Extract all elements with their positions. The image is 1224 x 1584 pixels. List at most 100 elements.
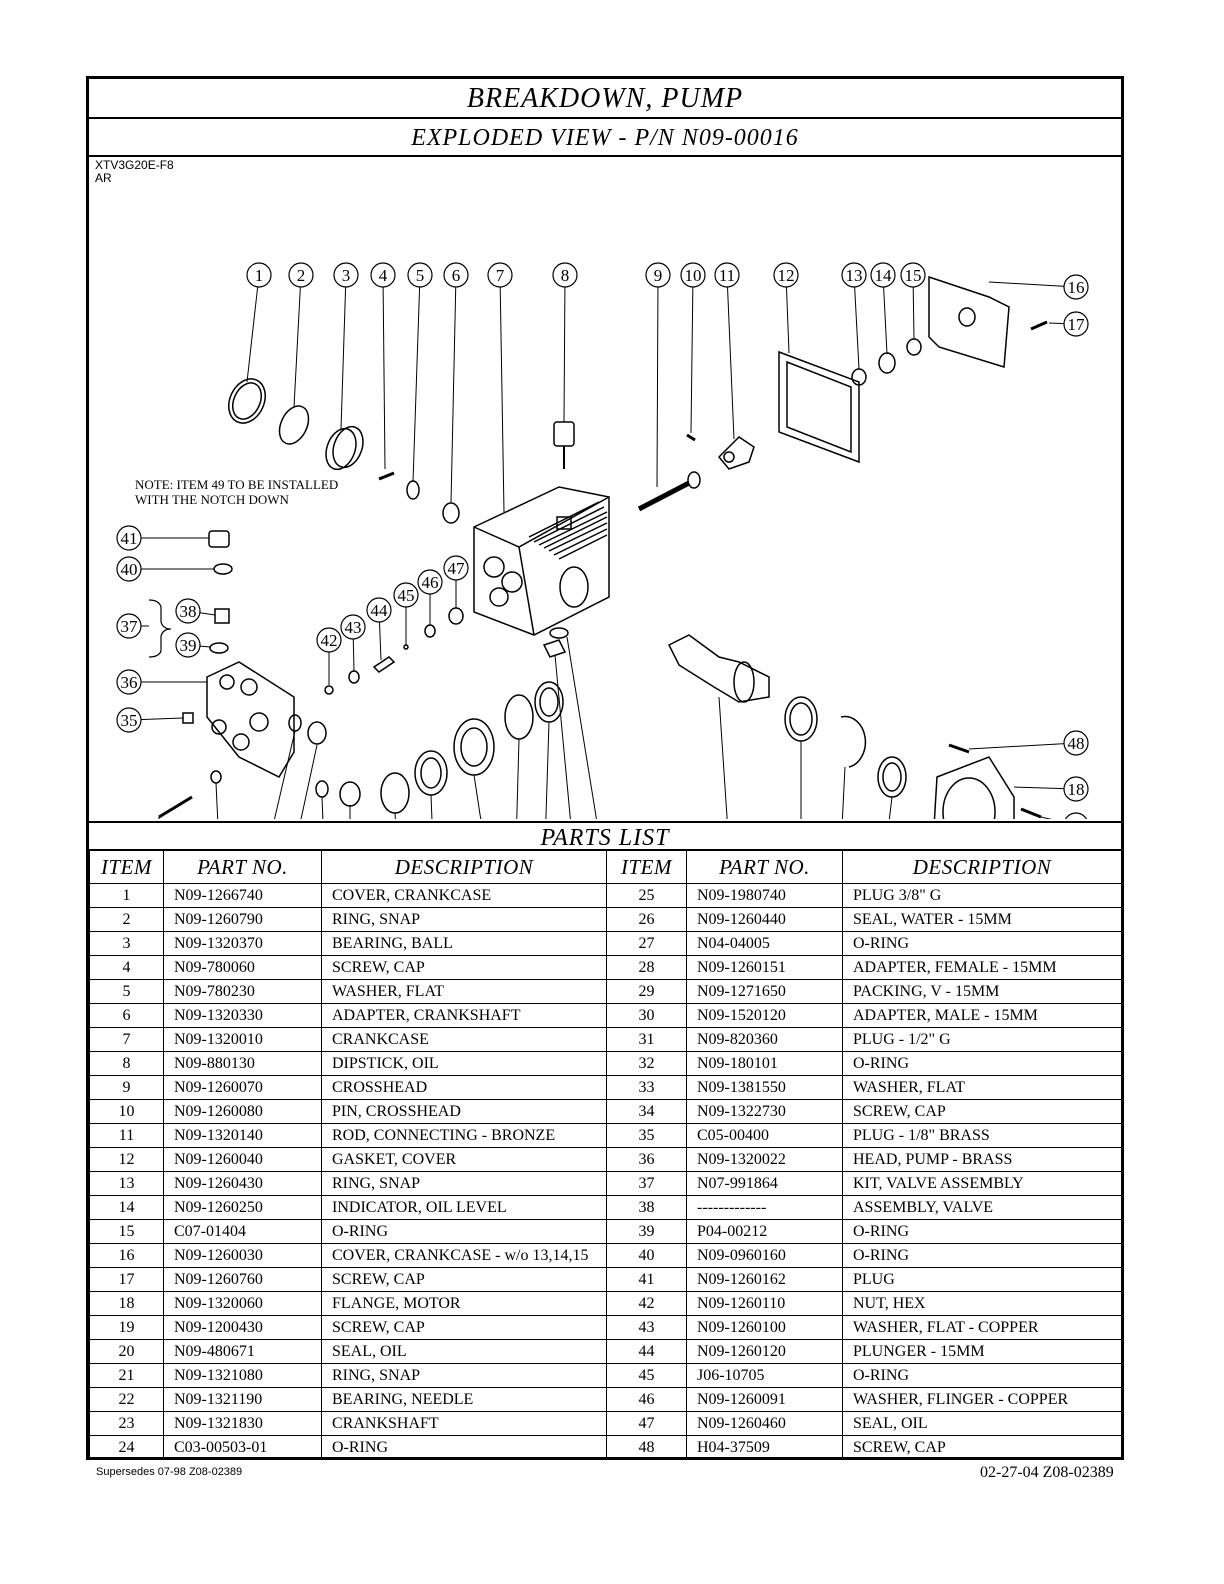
cell-description: DIPSTICK, OIL: [321, 1051, 607, 1076]
callout-circle: [841, 262, 867, 288]
callout-circle: [900, 262, 926, 288]
part-25b-drawing: [542, 639, 567, 658]
part-24b-drawing: [549, 627, 569, 639]
callout-40: 40: [116, 556, 142, 582]
callout-number: 15: [905, 266, 922, 285]
cell-description: COVER, CRANKCASE: [321, 883, 607, 908]
cell-item: 18: [89, 1291, 164, 1316]
page-subtitle: EXPLODED VIEW - P/N N09-00016: [89, 119, 1121, 157]
cell-part-no: N09-480671: [163, 1339, 322, 1364]
cell-part-no: N07-991864: [686, 1171, 843, 1196]
callout-circle: [1063, 776, 1089, 802]
part-2-drawing: [278, 405, 310, 445]
cell-description: ADAPTER, MALE - 15MM: [842, 1003, 1122, 1028]
cell-item: 10: [89, 1099, 164, 1124]
page-title: BREAKDOWN, PUMP: [89, 79, 1121, 119]
cell-description: CRANKSHAFT: [321, 1411, 607, 1436]
leader-line-9: [656, 274, 659, 488]
callout-number: 45: [398, 586, 415, 605]
cell-part-no: H04-37509: [686, 1435, 843, 1460]
cell-description: INDICATOR, OIL LEVEL: [321, 1195, 607, 1220]
cell-part-no: J06-10705: [686, 1363, 843, 1388]
cell-description: CRANKCASE: [321, 1027, 607, 1052]
cell-item: 9: [89, 1075, 164, 1100]
cell-part-no: C03-00503-01: [163, 1435, 322, 1460]
callout-circle: [116, 525, 142, 551]
parts-list-table: ITEM PART NO. DESCRIPTION ITEM PART NO. …: [89, 851, 1122, 1460]
cell-part-no: N09-1271650: [686, 979, 843, 1004]
col-header-description: DESCRIPTION: [321, 851, 607, 884]
cell-part-no: N09-1260250: [163, 1195, 322, 1220]
cell-item: 7: [89, 1027, 164, 1052]
callout-number: 42: [321, 631, 338, 650]
part-45-drawing: [403, 644, 409, 650]
leader-line-29: [430, 794, 433, 819]
cell-item: 20: [89, 1339, 164, 1364]
callout-number: 37: [121, 617, 139, 636]
cell-description: SEAL, OIL: [842, 1411, 1122, 1436]
part-47-drawing: [448, 607, 464, 625]
cell-part-no: C07-01404: [163, 1219, 322, 1244]
cell-item: 21: [89, 1363, 164, 1388]
cell-item: 47: [606, 1411, 687, 1436]
leader-line-1: [246, 274, 260, 383]
cell-description: O-RING: [321, 1219, 607, 1244]
cell-item: 23: [89, 1411, 164, 1436]
cell-item: 34: [606, 1099, 687, 1124]
cell-item: 24: [89, 1435, 164, 1460]
callout-circle: [417, 569, 443, 595]
callout-number: 10: [685, 266, 702, 285]
callout-circle: [1063, 311, 1089, 337]
cell-item: 13: [89, 1171, 164, 1196]
cell-description: ADAPTER, FEMALE - 15MM: [842, 955, 1122, 980]
part-48-drawing: [948, 743, 970, 754]
model-code: XTV3G20E-F8 AR: [95, 159, 174, 185]
leader-line-3: [340, 274, 347, 430]
callout-13: 13: [841, 262, 867, 288]
cell-item: 33: [606, 1075, 687, 1100]
callout-circle: [370, 262, 396, 288]
cell-part-no: N09-1260120: [686, 1339, 843, 1364]
callout-circle: [870, 262, 896, 288]
cell-part-no: N09-1320370: [163, 931, 322, 956]
leader-line-33: [215, 782, 219, 819]
callout-number: 9: [654, 266, 663, 285]
model-code-line-1: XTV3G20E-F8: [95, 158, 174, 172]
part-27-drawing: [504, 694, 534, 740]
part-7-drawing: [473, 486, 610, 636]
cell-item: 2: [89, 907, 164, 932]
col-header-item: ITEM: [89, 851, 164, 884]
cell-item: 26: [606, 907, 687, 932]
part-46-drawing: [424, 624, 436, 638]
part-1-drawing: [228, 378, 266, 424]
callout-47: 47: [443, 555, 469, 581]
leader-line-34: [158, 816, 160, 819]
cell-part-no: N09-1322730: [686, 1099, 843, 1124]
cell-part-no: N09-1260070: [163, 1075, 322, 1100]
cell-part-no: N09-1200430: [163, 1315, 322, 1340]
col-header-part-no: PART NO.: [163, 851, 322, 884]
callout-number: 4: [379, 266, 388, 285]
exploded-view-diagram: 1234567891011121314151617481819414037383…: [89, 157, 1121, 819]
cell-part-no: N09-1321190: [163, 1387, 322, 1412]
leader-line-25: [300, 744, 318, 819]
cell-item: 4: [89, 955, 164, 980]
callout-16: 16: [1063, 274, 1089, 300]
cell-item: 30: [606, 1003, 687, 1028]
cell-item: 46: [606, 1387, 687, 1412]
leader-line-24: [274, 730, 296, 819]
cell-part-no: P04-00212: [686, 1219, 843, 1244]
callout-circle: [443, 262, 469, 288]
cell-item: 1: [89, 883, 164, 908]
callout-circle: [1063, 730, 1089, 756]
leader-line-7: [499, 274, 505, 513]
callout-circle: [680, 262, 706, 288]
cell-item: 27: [606, 931, 687, 956]
cell-part-no: N04-04005: [686, 931, 843, 956]
callout-circle: [1063, 274, 1089, 300]
